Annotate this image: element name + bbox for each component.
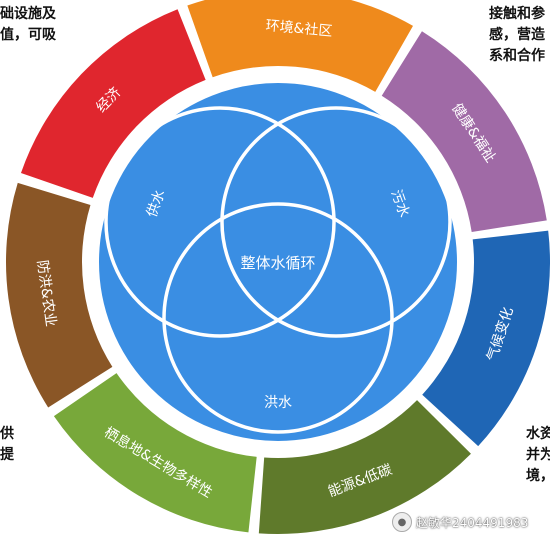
circle-label-flood: 洪水	[264, 395, 292, 411]
corner-text-top-right: 接触和参 感，营造 系和合作	[489, 6, 545, 64]
corner-text-top-left: 础设施及 值，可吸	[0, 6, 56, 43]
watermark-text: 赵敏华2404491983	[416, 515, 529, 530]
ring-segment-1	[187, 0, 413, 92]
center-label: 整体水循环	[240, 254, 315, 272]
wechat-icon: ●	[392, 512, 412, 532]
ring-segment-4	[258, 400, 471, 534]
circle-supply	[104, 106, 336, 338]
corner-text-bottom-right: 水资 并为 境，	[526, 426, 550, 484]
core-disc	[93, 77, 463, 447]
circle-flood	[162, 202, 394, 434]
corner-text-bottom-left: 供 提	[0, 426, 14, 463]
ring-segment-5	[53, 373, 257, 533]
circle-sewage	[220, 106, 452, 338]
ring-segment-3	[422, 230, 550, 447]
watermark: ● 赵敏华2404491983	[392, 511, 528, 533]
ring-segment-label-1: 环境&社区	[265, 18, 333, 40]
ring-segment-0	[20, 9, 206, 198]
venn-circles	[104, 106, 452, 434]
ring-segment-2	[381, 31, 547, 232]
ring-segment-6	[5, 182, 113, 408]
